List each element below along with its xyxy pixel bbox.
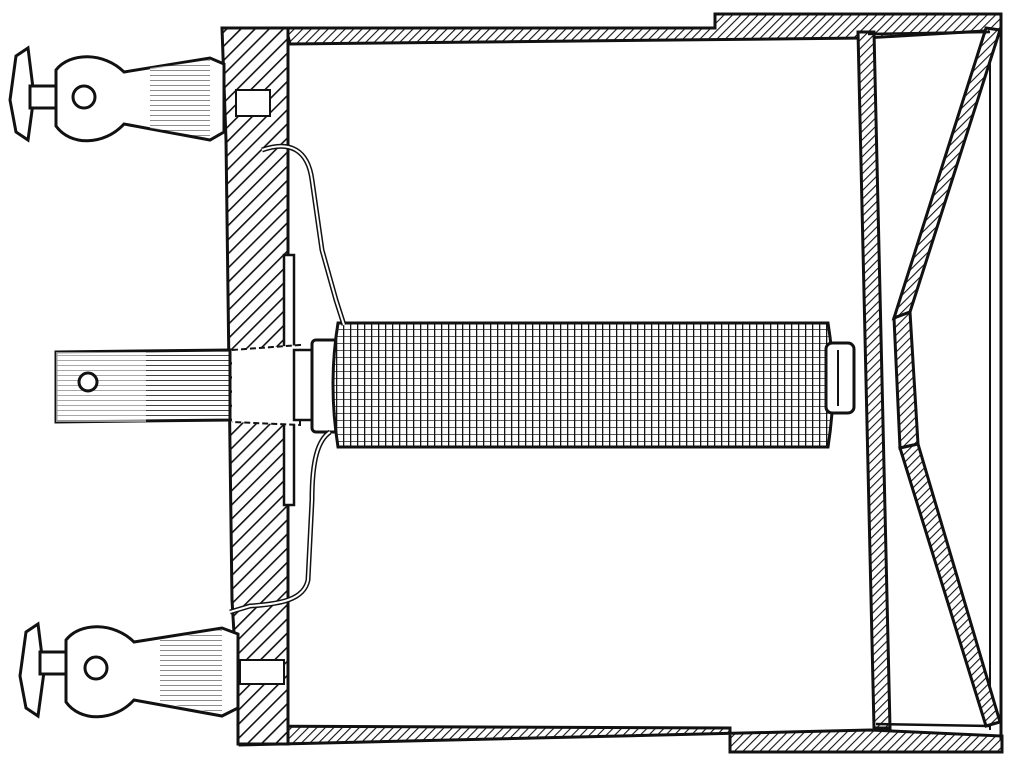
bar-magnet xyxy=(54,343,301,427)
cylindrical-case xyxy=(236,12,1004,754)
binding-post-icon xyxy=(8,45,226,143)
lead-wires xyxy=(229,143,347,615)
diaphragm xyxy=(856,30,892,730)
cone-mouthpiece xyxy=(867,26,1002,728)
binding-post-icon xyxy=(18,621,240,719)
wire-coil xyxy=(292,321,856,449)
